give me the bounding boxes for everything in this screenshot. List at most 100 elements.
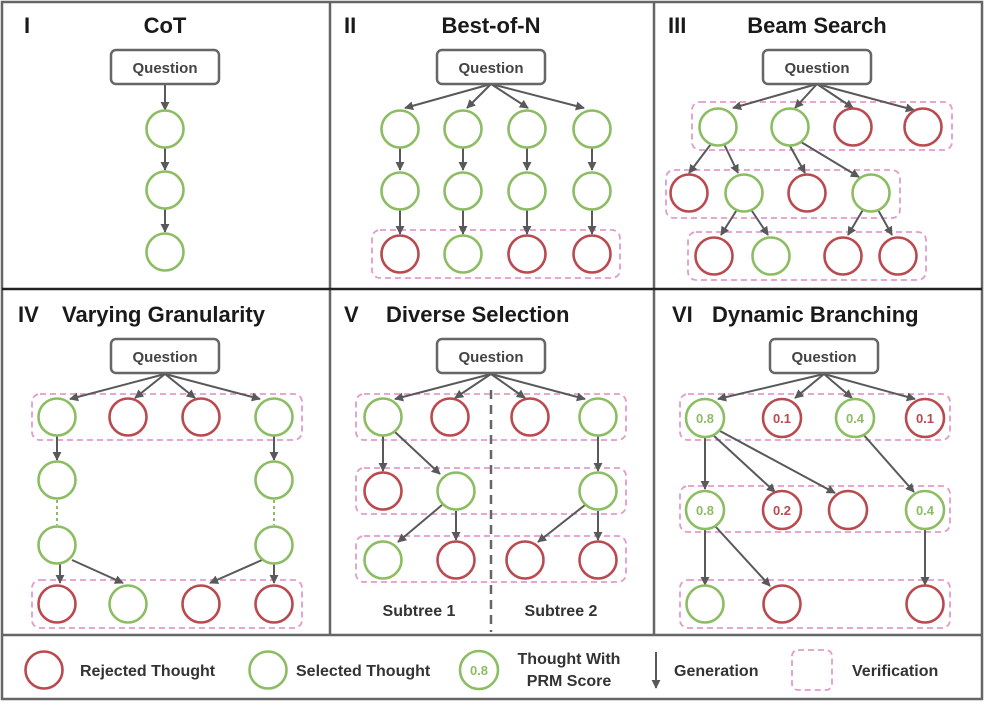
legend-selected-label: Selected Thought	[296, 663, 431, 680]
selected-thought	[363, 540, 403, 580]
selected-thought	[572, 171, 612, 211]
granularity-dots	[56, 500, 275, 525]
question-label: Question	[458, 349, 523, 366]
selected-thought	[380, 109, 420, 149]
selected-thought	[724, 173, 764, 213]
prm-scores: 0.8 0.1 0.4 0.1 0.8 0.2 0.4	[696, 411, 935, 518]
selected-thought	[363, 397, 403, 437]
panel-numeral: III	[668, 13, 686, 38]
selected-thought	[443, 234, 483, 274]
rejected-thought	[510, 397, 550, 437]
rejected-thought	[254, 584, 294, 624]
prm-thought-selected	[834, 397, 876, 439]
selected-thought	[37, 460, 77, 500]
generation-arrows	[52, 83, 930, 587]
selected-thought	[145, 109, 185, 149]
legend-prm-sample: 0.8	[470, 663, 488, 678]
verification-box	[679, 485, 951, 533]
panel-title: Best-of-N	[442, 13, 541, 38]
selected-thought	[37, 525, 77, 565]
rejected-thought	[903, 107, 943, 147]
verification-box	[31, 579, 303, 629]
selected-thought	[751, 236, 791, 276]
question-box: Question	[435, 48, 547, 86]
legend-selected-swatch	[248, 650, 288, 690]
verification-box	[691, 101, 953, 151]
rejected-thought	[430, 397, 470, 437]
legend-verification-label: Verification	[852, 663, 938, 680]
panel-headers: I CoT II Best-of-N III Beam Search IV Va…	[18, 13, 919, 327]
rejected-thought	[181, 397, 221, 437]
verification-box	[679, 393, 951, 441]
selected-thought	[145, 232, 185, 272]
legend-verification-swatch	[791, 649, 833, 691]
rejected-thought	[181, 584, 221, 624]
panel-numeral: VI	[672, 302, 693, 327]
selected-thought	[254, 397, 294, 437]
question-box: Question	[435, 337, 547, 375]
panel-numeral: I	[24, 13, 30, 38]
prm-score: 0.8	[696, 411, 714, 426]
prm-thought-selected	[684, 489, 726, 531]
selected-thought	[507, 109, 547, 149]
rejected-thought	[505, 540, 545, 580]
prm-score: 0.4	[916, 503, 935, 518]
legend-prm-label: Thought With	[518, 651, 621, 668]
panel-numeral: IV	[18, 302, 39, 327]
rejected-thought	[37, 584, 77, 624]
rejected-thought	[380, 234, 420, 274]
selected-thought	[443, 171, 483, 211]
selected-thought	[145, 170, 185, 210]
rejected-thought	[363, 471, 403, 511]
rejected-thought	[762, 584, 802, 624]
rejected-thought	[436, 540, 476, 580]
selected-thought	[254, 525, 294, 565]
legend-prm-swatch	[458, 649, 500, 691]
verification-box	[687, 231, 927, 281]
verification-box	[371, 229, 621, 279]
rejected-thought	[878, 236, 918, 276]
thought-nodes	[37, 107, 946, 624]
panel-numeral: V	[344, 302, 359, 327]
rejected-thought	[694, 236, 734, 276]
question-label: Question	[791, 349, 856, 366]
verification-box	[355, 535, 627, 583]
selected-thought	[436, 471, 476, 511]
rejected-thought	[507, 234, 547, 274]
selected-thought	[578, 471, 618, 511]
legend-rejected-label: Rejected Thought	[80, 663, 216, 680]
selected-thought	[108, 584, 148, 624]
question-boxes: Question Question Question Question Ques…	[109, 48, 880, 375]
prm-score: 0.4	[846, 411, 865, 426]
question-label: Question	[132, 349, 197, 366]
question-box: Question	[761, 48, 873, 86]
selected-thought	[443, 109, 483, 149]
subtree-label: Subtree 1	[383, 603, 456, 620]
selected-thought	[572, 109, 612, 149]
panel-title: Beam Search	[747, 13, 886, 38]
rejected-thought	[833, 107, 873, 147]
legend-generation-label: Generation	[674, 663, 758, 680]
verification-box	[679, 579, 951, 629]
rejected-thought	[572, 234, 612, 274]
question-box: Question	[109, 48, 221, 86]
question-label: Question	[132, 60, 197, 77]
selected-thought	[685, 584, 725, 624]
rejected-thought	[787, 173, 827, 213]
selected-thought	[507, 171, 547, 211]
selected-thought	[578, 397, 618, 437]
subtree-labels: Subtree 1 Subtree 2	[383, 603, 598, 620]
rejected-thought	[669, 173, 709, 213]
selected-thought	[851, 173, 891, 213]
question-label: Question	[458, 60, 523, 77]
rejected-thought	[578, 540, 618, 580]
panel-numeral: II	[344, 13, 356, 38]
selected-thought	[254, 460, 294, 500]
panel-title: Dynamic Branching	[712, 302, 919, 327]
panel-title: Diverse Selection	[386, 302, 569, 327]
prm-score: 0.1	[773, 411, 791, 426]
prm-score: 0.1	[916, 411, 934, 426]
